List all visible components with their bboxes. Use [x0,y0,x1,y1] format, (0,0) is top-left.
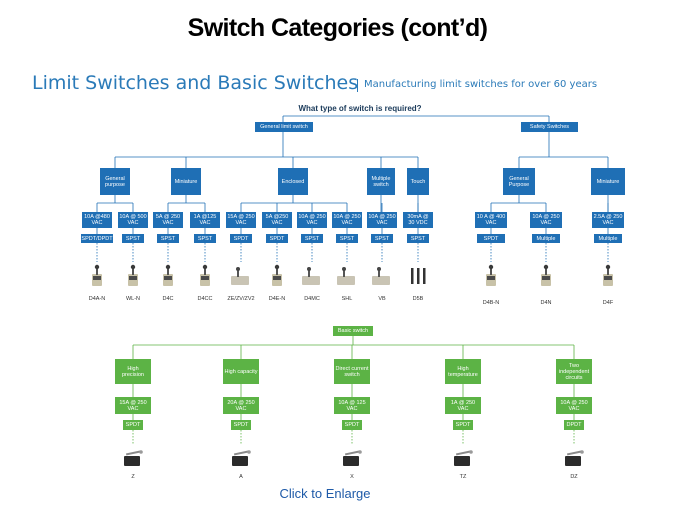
switch-photo-icon [603,264,613,286]
contact-node: SPST [122,234,144,243]
contact-node: SPST [194,234,216,243]
rating-node: 5A @ 250 VAC [153,212,183,228]
switch-photo-icon [272,264,282,286]
category-node: Enclosed [278,168,308,195]
switch-photo-icon [163,264,173,286]
node-general-limit-switch: General limit switch [255,122,313,132]
basic-category-node: High precision [115,359,151,384]
product-name: D4E-N [268,296,286,302]
contact-node: SPST [407,234,429,243]
basic-product-name: X [350,474,354,480]
contact-node: SPST [336,234,358,243]
question-label: What type of switch is required? [298,104,422,113]
category-node: Miniature [171,168,201,195]
product-name: VB [378,296,386,302]
switch-photo-icon [92,264,102,286]
contact-node: SPST [157,234,179,243]
product-name: D4N [540,300,552,306]
basic-rating-node: 10A @ 125 VAC [334,397,370,414]
basic-category-node: High temperature [445,359,481,384]
contact-node: SPDT/DPDT [81,234,113,243]
switch-photo-icon [200,264,210,286]
basic-category-node: Direct current switch [334,359,370,384]
basic-contact-node: DPDT [564,420,584,430]
switch-photo-icon [232,450,251,466]
switch-photo-icon [302,267,320,285]
safety-category-node: Miniature [591,168,625,195]
basic-product-name: TZ [459,474,467,480]
switch-photo-icon [128,264,138,286]
product-name: SHL [341,296,353,302]
rating-node: 10A @ 250 VAC [530,212,562,228]
switch-photo-icon [343,450,362,466]
rating-node: 10A @ 250 VAC [297,212,327,228]
category-node: Multiple switch [367,168,395,195]
switch-photo-icon [124,450,143,466]
switch-photo-icon [231,267,249,285]
basic-category-node: Two independent circuits [556,359,592,384]
header-divider [357,79,358,92]
basic-category-node: High capacity [223,359,259,384]
contact-node: SPDT [477,234,505,243]
product-name: D4F [602,300,614,306]
rating-node: 2.5A @ 250 VAC [592,212,624,228]
product-name: ZE/ZV/ZV2 [227,296,255,302]
switch-photo-icon [372,267,390,285]
basic-contact-node: SPDT [123,420,143,430]
rating-node: 30mA @ 30 VDC [403,212,433,228]
rating-node: 10A @480 VAC [82,212,112,228]
product-name: D4CC [197,296,213,302]
product-name: D4C [162,296,174,302]
rating-node: 10A @ 500 VAC [118,212,148,228]
switch-photo-icon [337,267,355,285]
product-name: D4B-N [482,300,500,306]
rating-node: 10A @ 250 VAC [367,212,397,228]
rating-node: 10A @ 250 VAC [332,212,362,228]
safety-category-node: General Purpose [503,168,535,195]
contact-node: Multiple [532,234,560,243]
basic-rating-node: 15A @ 250 VAC [115,397,151,414]
contact-node: SPDT [266,234,288,243]
slide-title: Switch Categories (cont’d) [187,14,488,42]
basic-contact-node: SPDT [342,420,362,430]
basic-rating-node: 20A @ 250 VAC [223,397,259,414]
switch-photo-icon [565,450,584,466]
node-basic-switch: Basic switch [333,326,373,336]
contact-node: SPDT [230,234,252,243]
basic-rating-node: 10A @ 250 VAC [556,397,592,414]
basic-product-name: DZ [570,474,578,480]
switch-photo-icon [541,264,551,286]
click-to-enlarge-link[interactable]: Click to Enlarge [279,486,371,501]
category-node: General purpose [100,168,130,195]
section-header: Limit Switches and Basic Switches [32,72,359,94]
product-name: D4MC [304,296,320,302]
basic-rating-node: 1A @ 250 VAC [445,397,481,414]
switch-photo-icon [411,268,426,284]
rating-node: 5A @250 VAC [262,212,292,228]
contact-node: SPST [301,234,323,243]
switch-photo-icon [454,450,473,466]
rating-node: 10 A @ 400 VAC [475,212,507,228]
category-node: Touch [407,168,429,195]
rating-node: 1A @125 VAC [190,212,220,228]
contact-node: Multiple [594,234,622,243]
basic-product-name: Z [131,474,135,480]
switch-photo-icon [486,264,496,286]
basic-product-name: A [239,474,243,480]
contact-node: SPST [371,234,393,243]
section-subheader: Manufacturing limit switches for over 60… [364,79,598,90]
rating-node: 15A @ 250 VAC [226,212,256,228]
product-name: WL-N [125,296,141,302]
basic-contact-node: SPDT [453,420,473,430]
basic-contact-node: SPDT [231,420,251,430]
product-name: D5B [412,296,424,302]
product-name: D4A-N [88,296,106,302]
node-safety-switches: Safety Switches [521,122,578,132]
